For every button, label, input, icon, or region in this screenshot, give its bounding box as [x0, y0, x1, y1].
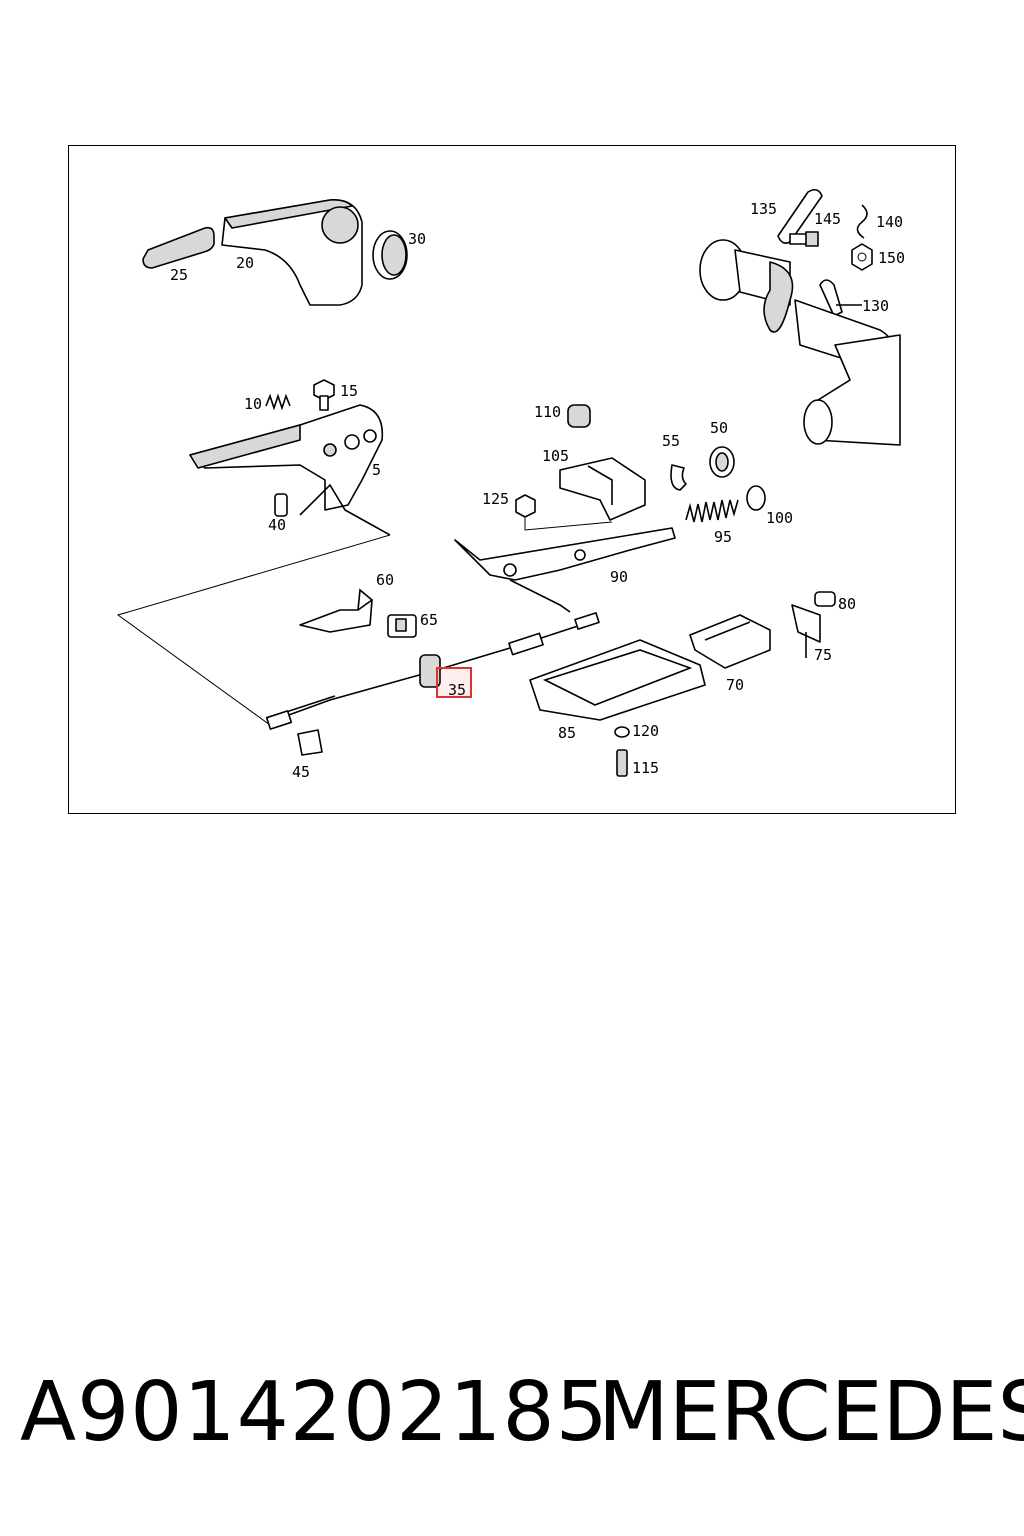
spring-95 — [685, 499, 739, 523]
bolt-115 — [616, 749, 628, 777]
nut-125 — [515, 494, 613, 531]
callout-20: 20 — [236, 254, 254, 272]
bracket-130 — [819, 279, 862, 317]
callout-145: 145 — [814, 210, 841, 228]
callout-80: 80 — [838, 595, 856, 613]
callout-40: 40 — [268, 516, 286, 534]
brand-name: MERCEDES — [598, 1365, 1024, 1460]
lever-plate-90 — [454, 527, 676, 613]
handle-cover-20 — [221, 199, 363, 306]
callout-90: 90 — [610, 568, 628, 586]
lever-grip-25 — [142, 226, 215, 269]
assembly-outline — [116, 534, 391, 726]
bracket-105 — [559, 457, 646, 521]
callout-70: 70 — [726, 676, 744, 694]
callout-65: 65 — [420, 611, 438, 629]
callout-125: 125 — [482, 490, 509, 508]
bolt-15 — [313, 379, 335, 411]
highlight-box-35 — [436, 667, 472, 698]
cover-70 — [689, 614, 771, 669]
clip-65 — [387, 614, 417, 638]
footer: A9014202185 MERCEDES — [0, 1365, 1024, 1475]
clip-140 — [856, 204, 868, 239]
cap-30 — [372, 230, 408, 280]
ring-50 — [709, 446, 735, 478]
clip-55 — [670, 464, 687, 491]
bushing-110 — [567, 404, 591, 428]
part-number: A9014202185 — [20, 1365, 609, 1460]
callout-30: 30 — [408, 230, 426, 248]
callout-120: 120 — [632, 722, 659, 740]
callout-5: 5 — [372, 461, 381, 479]
callout-50: 50 — [710, 419, 728, 437]
bracket-60 — [299, 588, 373, 633]
callout-60: 60 — [376, 571, 394, 589]
cable-35 — [265, 612, 600, 730]
callout-100: 100 — [766, 509, 793, 527]
washer-120 — [614, 726, 630, 738]
diagram-frame — [68, 145, 956, 814]
callout-135: 135 — [750, 200, 777, 218]
callout-115: 115 — [632, 759, 659, 777]
callout-140: 140 — [876, 213, 903, 231]
callout-10: 10 — [244, 395, 262, 413]
callout-105: 105 — [542, 447, 569, 465]
pin-40 — [274, 493, 288, 517]
link-plate-135 — [777, 188, 823, 244]
washer-100 — [746, 485, 766, 511]
callout-35-highlighted[interactable]: 35 — [448, 681, 466, 699]
callout-130: 130 — [862, 297, 889, 315]
bolt-145 — [789, 231, 819, 247]
callout-85: 85 — [558, 724, 576, 742]
callout-110: 110 — [534, 403, 561, 421]
callout-25: 25 — [170, 266, 188, 284]
callout-55: 55 — [662, 432, 680, 450]
callout-15: 15 — [340, 382, 358, 400]
spring-10 — [265, 393, 291, 411]
lever-bracket-5 — [189, 404, 391, 536]
pin-80 — [814, 591, 836, 607]
clip-45 — [297, 729, 323, 756]
bracket-75 — [791, 604, 821, 658]
callout-75: 75 — [814, 646, 832, 664]
nut-150 — [851, 243, 873, 271]
callout-95: 95 — [714, 528, 732, 546]
tube-assembly — [699, 239, 901, 446]
callout-45: 45 — [292, 763, 310, 781]
callout-150: 150 — [878, 249, 905, 267]
tray-85 — [529, 639, 706, 721]
